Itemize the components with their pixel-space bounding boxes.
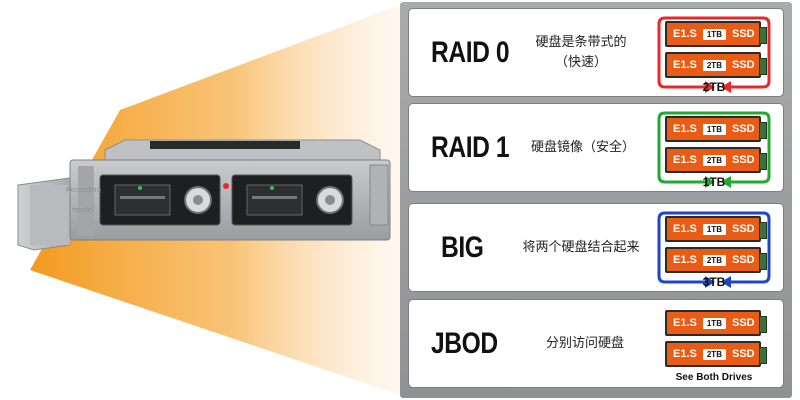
drive-2: E1.S 2TB SSD (665, 52, 767, 78)
drive-label: E1.S (673, 123, 697, 135)
drive-connector (759, 253, 767, 270)
drive-label: E1.S (673, 254, 697, 266)
mode-title: JBOD (431, 326, 498, 360)
mode-description-line2: （快速） (554, 54, 607, 70)
total-capacity: 3TB (702, 275, 726, 289)
mode-title: RAID 1 (431, 130, 510, 164)
drive-1: E1.S 1TB SSD (665, 116, 767, 142)
mode-description: 将两个硬盘结合起来 (513, 204, 649, 291)
mode-row-big: BIG 将两个硬盘结合起来 E1.S 1TB SSD E1.S 2TB SSD … (408, 203, 784, 292)
drive-label: E1.S (673, 317, 697, 329)
mode-description-line1: 将两个硬盘结合起来 (522, 239, 640, 255)
drive-2: E1.S 2TB SSD (665, 147, 767, 173)
drive-connector (759, 58, 767, 75)
drive-capacity: 2TB (702, 154, 726, 166)
drive-type: SSD (731, 348, 755, 360)
mode-row-jbod: JBOD 分别访问硬盘 E1.S 1TB SSD E1.S 2TB SSD Se… (408, 299, 784, 388)
raid1-loop-arrow (657, 111, 771, 188)
drive-connector (759, 347, 767, 364)
drive-capacity: 1TB (702, 223, 726, 235)
mode-title: BIG (441, 230, 484, 264)
drive-label: E1.S (673, 59, 697, 71)
drive-type: SSD (731, 223, 755, 235)
mode-title: RAID 0 (431, 35, 510, 69)
drive-connector (759, 222, 767, 239)
mode-description-line1: 硬盘镜像（安全） (530, 139, 635, 155)
drive-type: SSD (731, 59, 755, 71)
total-capacity: 2TB (702, 80, 726, 94)
drive-2: E1.S 2TB SSD (665, 247, 767, 273)
mode-description: 硬盘镜像（安全） (521, 104, 645, 191)
drive-label: E1.S (673, 154, 697, 166)
drive-capacity: 1TB (702, 123, 726, 135)
raid0-loop-arrow (657, 16, 771, 93)
faceplate-text-2: model (72, 206, 94, 214)
mode-row-raid1: RAID 1 硬盘镜像（安全） E1.S 1TB SSD E1.S 2TB SS… (408, 103, 784, 192)
drive-type: SSD (731, 123, 755, 135)
drive-label: E1.S (673, 223, 697, 235)
drive-1: E1.S 1TB SSD (665, 216, 767, 242)
big-loop-arrow (657, 211, 771, 288)
raid-mode-panel: RAID 0 硬盘是条带式的 （快速） E1.S 1TB SSD E1.S 2T… (400, 2, 792, 398)
mode-description-line1: 硬盘是条带式的 (535, 34, 627, 50)
mode-description: 硬盘是条带式的 （快速） (521, 9, 641, 96)
drive-capacity: 1TB (702, 317, 726, 329)
drive-type: SSD (731, 254, 755, 266)
drive-capacity: 1TB (702, 28, 726, 40)
drive-connector (759, 316, 767, 333)
drive-1: E1.S 1TB SSD (665, 310, 767, 336)
drive-capacity: 2TB (702, 348, 726, 360)
pcie-card-illustration (17, 139, 391, 251)
drive-capacity: 2TB (702, 254, 726, 266)
faceplate-text-1: Recording (66, 186, 102, 194)
drive-label: E1.S (673, 28, 697, 40)
drive-1: E1.S 1TB SSD (665, 21, 767, 47)
drive-type: SSD (731, 317, 755, 329)
drive-label: E1.S (673, 348, 697, 360)
drive-2: E1.S 2TB SSD (665, 341, 767, 367)
total-capacity: 1TB (702, 175, 726, 189)
drive-type: SSD (731, 154, 755, 166)
drive-connector (759, 122, 767, 139)
drive-capacity: 2TB (702, 59, 726, 71)
drive-type: SSD (731, 28, 755, 40)
total-capacity: See Both Drives (675, 372, 753, 383)
drive-connector (759, 27, 767, 44)
drive-connector (759, 153, 767, 170)
mode-row-raid0: RAID 0 硬盘是条带式的 （快速） E1.S 1TB SSD E1.S 2T… (408, 8, 784, 97)
mode-description: 分别访问硬盘 (525, 300, 645, 387)
mode-description-line1: 分别访问硬盘 (545, 335, 624, 351)
